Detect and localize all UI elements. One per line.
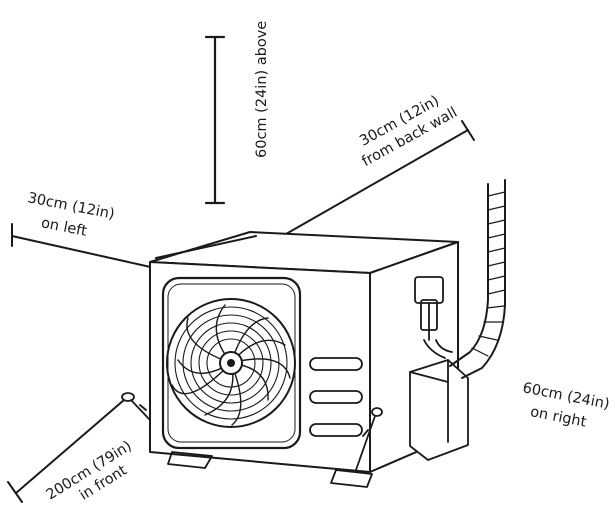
front-vents [309,357,363,437]
piping-cover [409,359,469,461]
pipe-bundle [449,179,506,379]
label-above: 60cm (24in) above [254,21,270,158]
unit-feet [167,451,373,488]
dimension-left [11,223,156,269]
label-right: 60cm (24in) on right [521,380,611,431]
label-back-wall: 30cm (12in) from back wall [357,93,460,170]
label-front: 200cm (79in) in front [44,438,135,504]
label-right-line2: on right [529,404,588,431]
dimension-back-wall [285,120,475,235]
label-left: 30cm (12in) on left [26,190,116,240]
fan-grille [161,276,302,450]
label-left-line1: 30cm (12in) [26,190,116,223]
service-panel [414,276,453,359]
label-left-line2: on left [40,215,89,240]
dimension-above [204,35,226,205]
mounting-bolts [121,392,383,471]
dimension-front [7,399,125,503]
